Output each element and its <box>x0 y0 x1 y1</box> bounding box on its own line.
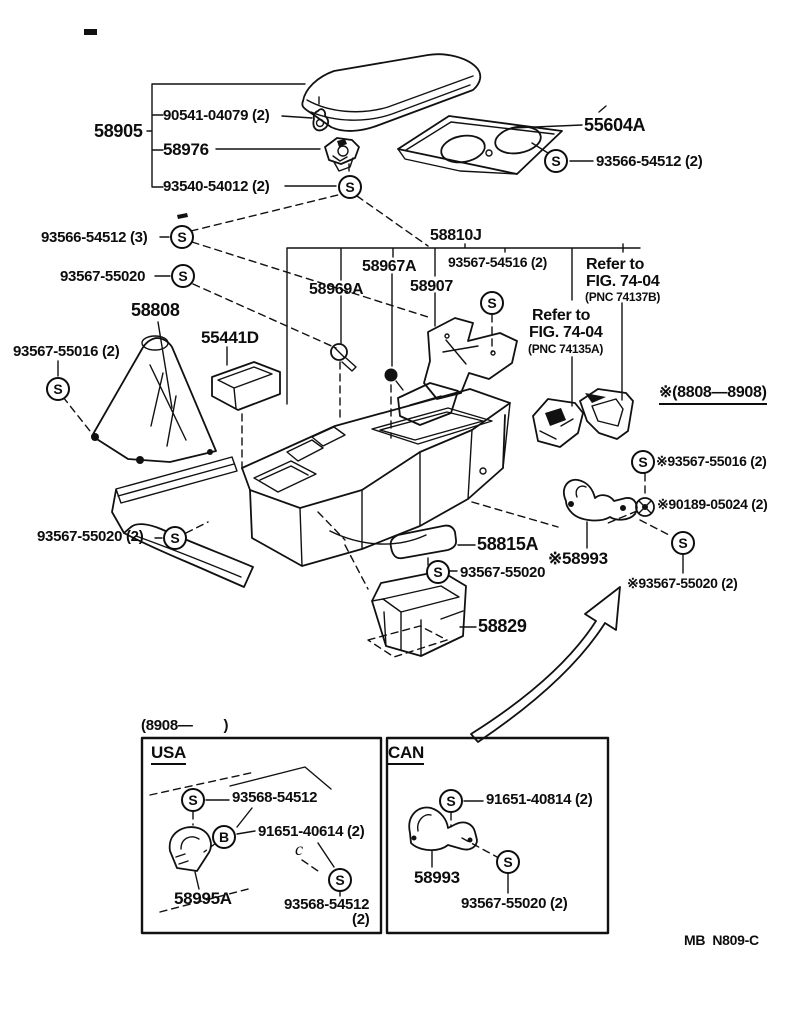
label-part-93567-55020-a: 93567-55020 <box>60 268 146 285</box>
label-part-93567-55020-can: 93567-55020 (2) <box>461 895 568 912</box>
fastener-marker-s-7: S <box>163 526 187 550</box>
screw-drawings <box>330 343 404 391</box>
label-refer2-line1: Refer to <box>532 307 591 324</box>
shift-boot-drawing <box>91 335 217 464</box>
fastener-marker-s-12: S <box>328 868 352 892</box>
label-part-55441D: 55441D <box>201 328 259 347</box>
ashtray-58829-drawing <box>371 570 467 657</box>
can-box-drawing <box>408 800 509 894</box>
variant-boxes <box>140 736 610 935</box>
label-part-58967A: 58967A <box>362 258 417 275</box>
misc-marks <box>84 29 607 219</box>
fastener-marker-s-4: S <box>46 377 70 401</box>
usa-box-drawing <box>149 766 341 913</box>
tray-55441d-drawing <box>211 361 281 411</box>
bracket-58993-drawing <box>563 478 638 522</box>
rear-brackets-drawing <box>532 388 634 448</box>
fastener-marker-s-3: S <box>171 264 195 288</box>
cupholder-tray-drawing <box>397 115 594 175</box>
label-part-58808: 58808 <box>131 300 180 320</box>
label-part-58993-x: ※58993 <box>548 549 608 568</box>
label-header-can: CAN <box>388 744 424 765</box>
label-part-93567-55020-right: ※93567-55020 (2) <box>627 575 738 591</box>
label-part-93568-54512: 93568-54512 <box>232 789 318 806</box>
lid-58815a-drawing <box>389 524 457 560</box>
console-body-drawing <box>241 388 511 567</box>
label-part-93567-55016-x: ※93567-55016 (2) <box>656 453 767 469</box>
label-refer1-line2: FIG. 74-04 <box>586 273 660 290</box>
label-part-93568-54512-2b: (2) <box>352 911 370 928</box>
label-part-93568-54512-2a: 93568-54512 <box>284 896 370 913</box>
label-part-93566-54512-3: 93566-54512 (3) <box>41 229 148 246</box>
label-refer2-line3: (PNC 74135A) <box>528 342 604 356</box>
reference-arrow <box>470 586 621 743</box>
label-part-58976: 58976 <box>163 140 209 159</box>
label-part-58993-can: 58993 <box>414 868 460 887</box>
label-part-58810J: 58810J <box>430 227 482 244</box>
label-part-90189-05024: ※90189-05024 (2) <box>657 496 768 512</box>
fastener-marker-s-9: S <box>671 531 695 555</box>
label-footer-code: MB N809-C <box>684 932 759 948</box>
fastener-marker-s-5: S <box>480 291 504 315</box>
label-part-58905: 58905 <box>94 121 143 141</box>
label-part-90541-04079: 90541-04079 (2) <box>163 107 270 124</box>
label-part-91651-40814: 91651-40814 (2) <box>486 791 593 808</box>
label-refer1-line1: Refer to <box>586 256 645 273</box>
label-part-58907: 58907 <box>410 278 453 295</box>
label-part-93567-55020-mid: 93567-55020 <box>460 564 546 581</box>
leader-lines <box>57 236 684 628</box>
fastener-marker-s-14: S <box>496 850 520 874</box>
label-note-8808-8908: ※(8808—8908) <box>659 384 767 405</box>
fastener-marker-s-1: S <box>544 149 568 173</box>
carrier-frame-drawing <box>111 456 254 588</box>
fastener-marker-b-11: B <box>212 825 236 849</box>
label-part-93567-55016: 93567-55016 (2) <box>13 343 120 360</box>
bracket-58905-lines <box>146 83 337 188</box>
screw-marker-90189 <box>635 497 655 517</box>
label-note-8908: (8908— ) <box>141 717 229 734</box>
fastener-marker-s-2: S <box>170 225 194 249</box>
fastener-marker-s-10: S <box>181 788 205 812</box>
latch-58976-drawing <box>324 137 360 176</box>
armrest-lid-drawing <box>301 53 482 132</box>
grommet-pin-drawing <box>312 96 329 132</box>
alignment-dashed-lines <box>62 193 672 658</box>
label-part-93566-54512-2: 93566-54512 (2) <box>596 153 703 170</box>
fastener-marker-s-0: S <box>338 175 362 199</box>
label-part-93567-55020-left: 93567-55020 (2) <box>37 528 144 545</box>
fastener-marker-s-6: S <box>631 450 655 474</box>
label-refer2-line2: FIG. 74-04 <box>529 324 603 341</box>
fastener-marker-s-8: S <box>426 560 450 584</box>
label-part-58829: 58829 <box>478 616 527 636</box>
fastener-marker-s-13: S <box>439 789 463 813</box>
label-header-usa: USA <box>151 744 186 765</box>
label-part-58815A: 58815A <box>477 534 539 554</box>
label-part-93567-54516: 93567-54516 (2) <box>448 254 548 270</box>
bracket-58810j-lines <box>286 243 641 407</box>
label-part-58969A: 58969A <box>309 281 364 298</box>
label-script-c-mark: c <box>295 839 303 859</box>
label-refer1-line3: (PNC 74137B) <box>585 290 661 304</box>
label-part-93540-54012: 93540-54012 (2) <box>163 178 270 195</box>
label-part-91651-40614: 91651-40614 (2) <box>258 823 365 840</box>
label-part-55604A: 55604A <box>584 115 646 135</box>
label-part-58995A: 58995A <box>174 889 232 908</box>
